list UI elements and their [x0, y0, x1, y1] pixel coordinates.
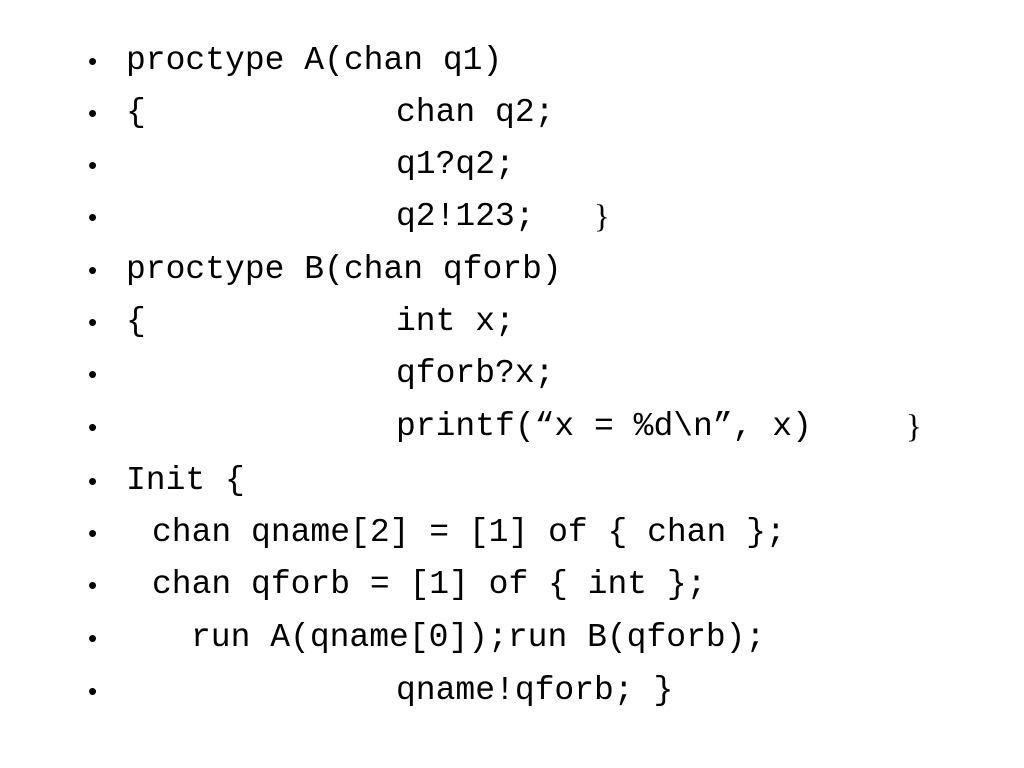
- code-line: • chan qforb = [1] of { int };: [0, 559, 1024, 611]
- code-text: chan qforb = [1] of { int };: [152, 566, 707, 603]
- code-line: • Init {: [0, 455, 1024, 507]
- code-text: proctype B(chan qforb): [126, 251, 562, 288]
- code-line: • { int x;: [0, 296, 1024, 348]
- code-line: • qforb?x;: [0, 348, 1024, 400]
- bullet: •: [88, 359, 98, 389]
- code-text: run A(qname[0]);run B(qforb);: [191, 619, 766, 656]
- code-text: printf(“x = %d\n”, x): [396, 408, 812, 445]
- bullet: •: [88, 570, 98, 600]
- bullet: •: [88, 150, 98, 180]
- code-line: • qname!qforb; }: [0, 665, 1024, 717]
- open-brace: {: [126, 303, 146, 340]
- bullet: •: [88, 46, 98, 76]
- code-line: • { chan q2;: [0, 87, 1024, 139]
- bullet: •: [88, 202, 98, 232]
- code-text: chan q2;: [396, 94, 555, 131]
- bullet: •: [88, 307, 98, 337]
- bullet: •: [88, 518, 98, 548]
- close-brace: }: [906, 409, 922, 445]
- code-line: • chan qname[2] = [1] of { chan };: [0, 507, 1024, 559]
- bullet: •: [88, 676, 98, 706]
- close-brace: }: [594, 199, 610, 235]
- code-text: q1?q2;: [396, 146, 515, 183]
- code-line: • q2!123; }: [0, 191, 1024, 243]
- code-text: proctype A(chan q1): [126, 42, 503, 79]
- bullet: •: [88, 255, 98, 285]
- code-line: • proctype A(chan q1): [0, 35, 1024, 87]
- bullet: •: [88, 412, 98, 442]
- bullet: •: [88, 623, 98, 653]
- code-text: Init {: [126, 462, 245, 499]
- code-text: int x;: [396, 303, 515, 340]
- code-line: • q1?q2;: [0, 139, 1024, 191]
- code-line: • printf(“x = %d\n”, x) }: [0, 401, 1024, 453]
- open-brace: {: [126, 94, 146, 131]
- code-text: chan qname[2] = [1] of { chan };: [152, 514, 786, 551]
- bullet: •: [88, 98, 98, 128]
- code-text: qname!qforb; }: [396, 672, 674, 709]
- code-line: • proctype B(chan qforb): [0, 244, 1024, 296]
- code-line: • run A(qname[0]);run B(qforb);: [0, 612, 1024, 664]
- code-text: q2!123;: [396, 198, 535, 235]
- code-text: qforb?x;: [396, 355, 555, 392]
- bullet: •: [88, 466, 98, 496]
